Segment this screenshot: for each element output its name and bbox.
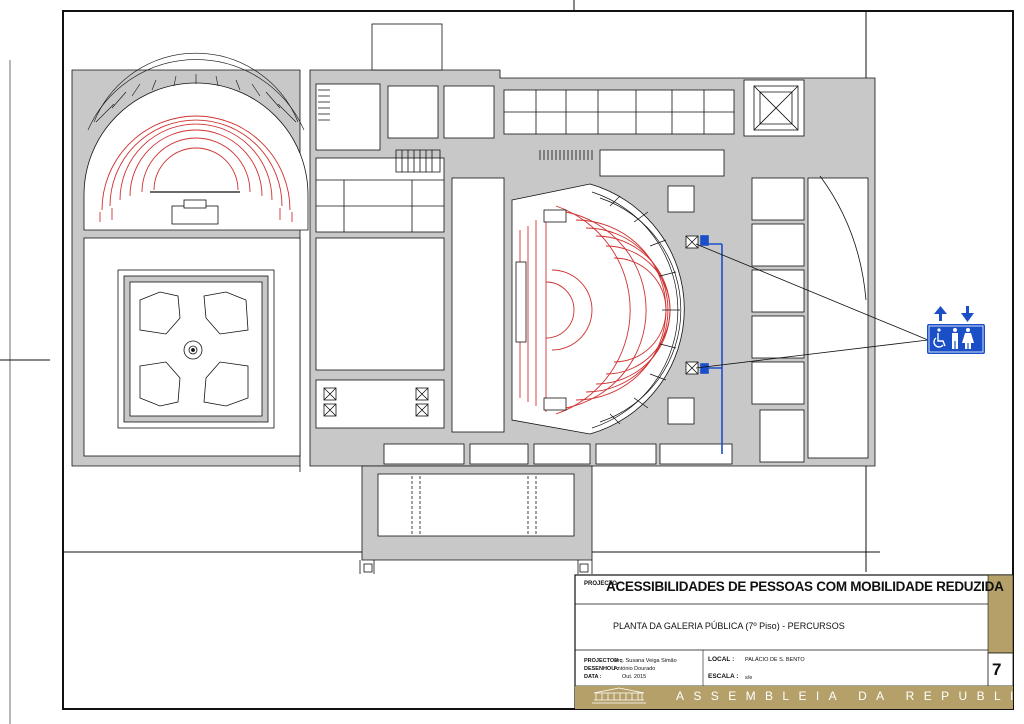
man-icon xyxy=(952,328,958,349)
east-corridor xyxy=(807,177,869,459)
date-label: DATA : xyxy=(584,674,602,680)
senate-hall xyxy=(83,82,309,231)
garden xyxy=(117,269,275,429)
senate-seating xyxy=(99,115,293,222)
accessible-route xyxy=(700,235,723,454)
north-strip xyxy=(599,149,725,177)
north-room xyxy=(387,85,439,139)
accessibility-sign xyxy=(927,306,985,354)
lobby xyxy=(315,157,445,233)
east-room xyxy=(751,177,805,221)
woman-icon xyxy=(962,328,974,349)
sheet-number-box xyxy=(987,652,1014,687)
south-annex-room xyxy=(377,473,575,537)
drawn-label: DESENHOU : xyxy=(584,666,619,672)
stair-hatch xyxy=(395,149,441,173)
floor-plan xyxy=(71,23,876,574)
chamber-gallery xyxy=(591,191,682,429)
title-block-accent xyxy=(987,574,1014,654)
north-room xyxy=(315,83,381,151)
south-room xyxy=(383,443,465,465)
drawn-value: António Dourado xyxy=(614,666,656,672)
sheet-number: 7 xyxy=(992,660,1002,679)
scale-label: ESCALA : xyxy=(708,673,739,680)
down-arrow-icon xyxy=(961,306,974,322)
up-arrow-icon xyxy=(934,306,947,321)
institution-name: ASSEMBLEIA DA REPUBLICA xyxy=(676,689,1024,703)
lift-boxes xyxy=(323,85,799,425)
east-room xyxy=(759,409,805,463)
east-curve xyxy=(819,175,867,301)
south-room xyxy=(595,443,657,465)
date-value: Out. 2015 xyxy=(622,674,647,680)
local-value: PALÁCIO DE S. BENTO xyxy=(745,657,805,663)
south-room xyxy=(659,443,733,465)
east-room xyxy=(751,315,805,359)
wheelchair-icon xyxy=(933,328,946,348)
east-room xyxy=(751,223,805,267)
local-label: LOCAL : xyxy=(708,656,735,663)
corridor xyxy=(451,177,505,433)
projected-value: Arq. Susana Veiga Simão xyxy=(614,658,677,664)
north-room xyxy=(443,85,495,139)
project-title: ACESSIBILIDADES DE PESSOAS COM MOBILIDAD… xyxy=(606,579,1004,594)
sheet-border xyxy=(62,10,1014,710)
drawing-title: PLANTA DA GALERIA PÚBLICA (7º Piso) - PE… xyxy=(613,621,845,631)
institution-band xyxy=(575,686,1013,709)
scale-value: s/e xyxy=(745,675,753,681)
senate-gallery-boxes xyxy=(87,52,305,131)
stair-hatch xyxy=(318,89,330,121)
south-room xyxy=(533,443,591,465)
east-room xyxy=(751,269,805,313)
parliament-logo xyxy=(592,687,646,704)
north-annex xyxy=(371,23,443,71)
stair-hatch xyxy=(539,150,593,160)
south-room xyxy=(469,443,529,465)
north-partitions xyxy=(504,90,734,134)
sign-leader-lines xyxy=(695,243,929,369)
projected-label: PROJECTOU : xyxy=(584,658,622,664)
title-block xyxy=(574,574,1014,710)
project-label: PROJECTO xyxy=(584,581,617,587)
east-room xyxy=(751,361,805,405)
central-court xyxy=(315,237,445,371)
